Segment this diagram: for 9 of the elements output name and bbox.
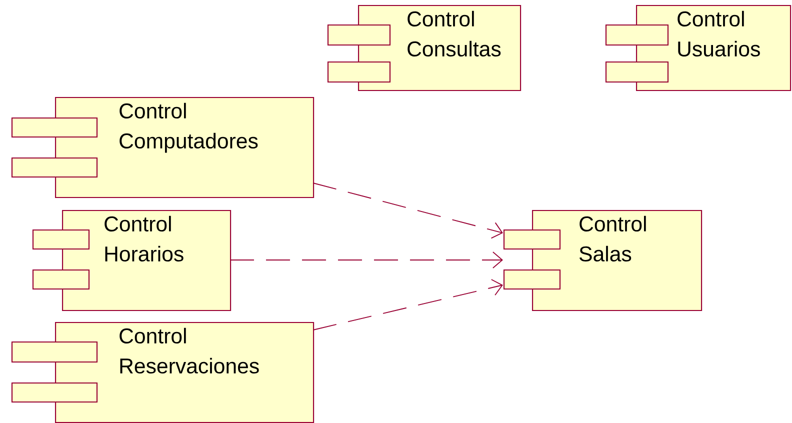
component-box: Control Usuarios: [605, 5, 792, 92]
component-box: Control Salas: [503, 210, 702, 312]
component-box: Control Reservaciones: [11, 322, 314, 423]
dependency-arrow: [312, 182, 503, 239]
dependency-arrow: [312, 279, 503, 330]
component-box: Control Computadores: [11, 97, 314, 198]
component-box: Control Consultas: [327, 5, 522, 92]
dependency-arrow: [230, 252, 503, 268]
component-box: Control Horarios: [32, 210, 232, 312]
